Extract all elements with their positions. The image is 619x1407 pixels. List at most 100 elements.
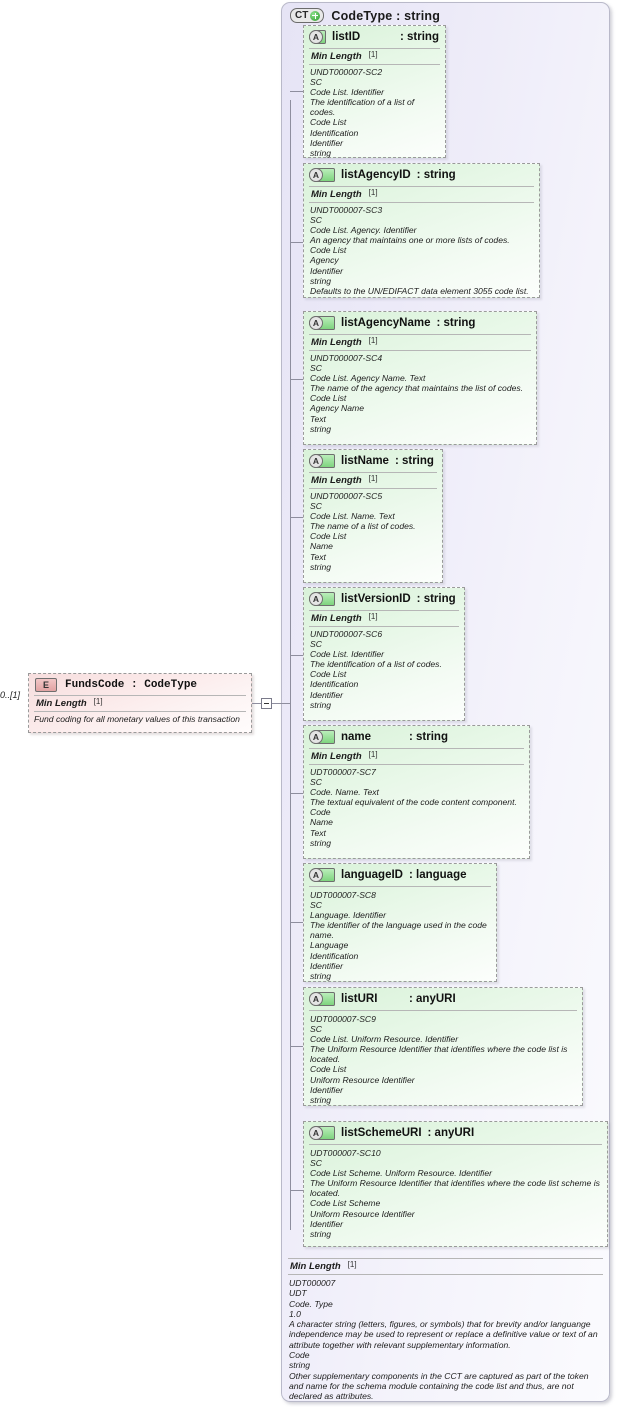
complextype-title: CodeType : string [331,8,441,23]
attribute-name: languageID [341,869,403,881]
attribute-header: A listVersionID : string [304,588,464,610]
doc-line: Code List. Identifier [310,649,385,660]
doc-line: UNDT000007-SC5 [310,491,383,501]
doc-line: Language [310,940,349,951]
attribute-type: : string [394,455,434,467]
attribute-type: : language [408,869,467,881]
attribute-documentation: UNDT000007-SC2 SC Code List. Identifier … [304,65,445,162]
doc-line: 1.0 [289,1308,301,1319]
attribute-badge-letter: A [309,30,323,44]
attribute-documentation: UNDT000007-SC6 SC Code List. Identifier … [304,627,464,714]
facet-value: [1] [368,750,378,759]
element-box-fundscode[interactable]: E FundsCode : CodeType Min Length[1] Fun… [28,673,252,733]
doc-line: SC [310,363,322,374]
attribute-box-name[interactable]: A name : string Min Length[1] UDT000007-… [303,725,530,859]
doc-line: Name [310,541,333,552]
doc-line: The identification of a list of codes. [310,97,415,118]
attribute-box-languageid[interactable]: A languageID : language UDT000007-SC8 SC… [303,863,497,982]
connector-stub [290,655,303,656]
connector-stub [290,242,303,243]
facet-row [309,1010,577,1012]
attribute-name: listAgencyName [341,317,431,329]
facet-name: Min Length [290,1261,341,1272]
attribute-icon: A [309,730,335,744]
attribute-box-listname[interactable]: A listName : string Min Length[1] UNDT00… [303,449,443,583]
facet-row: Min Length[1] [309,610,459,627]
doc-line: The name of the agency that maintains th… [310,383,524,394]
facet-row [309,1144,602,1146]
doc-line: Code. Type [289,1298,333,1309]
attribute-header: A listAgencyName : string [304,312,536,334]
attribute-name: name [341,731,372,743]
attribute-icon: A [309,454,335,468]
facet-row [309,886,491,888]
attribute-box-listid[interactable]: A listID : string Min Length[1] UNDT0000… [303,25,446,158]
facet-name: Min Length [311,337,362,348]
attribute-header: A listName : string [304,450,442,472]
doc-line: string [310,147,332,158]
facet-row: Min Length[1] [309,748,524,765]
element-icon: E [35,678,57,692]
complextype-badge[interactable]: CT [290,8,325,23]
attribute-box-listuri[interactable]: A listURI : anyURI UDT000007-SC9 SC Code… [303,987,583,1106]
attribute-box-listagencyname[interactable]: A listAgencyName : string Min Length[1] … [303,311,537,445]
collapse-toggle[interactable] [261,698,272,709]
doc-line: The Uniform Resource Identifier that ide… [310,1178,600,1199]
doc-line: Code List. Uniform Resource. Identifier [310,1034,459,1045]
doc-line: SC [310,501,322,512]
attribute-type: : string [409,731,448,743]
doc-line: Identification [310,127,359,138]
attribute-documentation: UDT000007-SC9 SC Code List. Uniform Reso… [304,1012,582,1109]
element-header: E FundsCode : CodeType [29,674,251,695]
attribute-badge-letter: A [309,592,323,606]
doc-line: UDT000007-SC10 [310,1148,381,1158]
attribute-box-listversionid[interactable]: A listVersionID : string Min Length[1] U… [303,587,465,721]
doc-line: Code [310,807,331,818]
doc-line: Identifier [310,265,343,276]
attribute-documentation: UNDT000007-SC5 SC Code List. Name. Text … [304,489,442,576]
facet-row: Min Length [1] [309,334,531,351]
doc-line: UDT000007 [289,1278,336,1288]
doc-line: Code List Scheme [310,1198,381,1209]
attribute-name: listVersionID [341,593,411,605]
doc-line: UDT000007-SC8 [310,890,376,900]
connector-spine [290,100,291,1230]
doc-line: string [310,970,332,981]
doc-line: Name [310,817,333,828]
facet-name: Min Length [36,698,87,709]
doc-line: An agency that maintains one or more lis… [310,235,510,246]
doc-line: Defaults to the UN/EDIFACT data element … [310,285,529,296]
facet-value: [1] [368,612,378,621]
attribute-header: A listURI : anyURI [304,988,582,1010]
doc-line: SC [310,1158,322,1169]
connector-stub [290,1046,303,1047]
connector-stub [290,379,303,380]
expand-plus-icon[interactable] [310,10,321,21]
attribute-header: A listID : string [304,26,445,48]
facet-row: Min Length[1] [34,695,246,712]
facet-row: Min Length[1] [309,472,437,489]
doc-line: UNDT000007-SC6 [310,629,383,639]
attribute-icon: A [309,992,335,1006]
doc-line: UNDT000007-SC3 [310,205,383,215]
attribute-name: listID [332,31,361,43]
doc-line: Text [310,413,326,424]
doc-line: UDT [289,1288,307,1299]
doc-line: string [310,561,332,572]
doc-line: Uniform Resource Identifier [310,1074,415,1085]
attribute-icon: A [309,592,335,606]
facet-name: Min Length [311,51,362,62]
attribute-box-listschemeuri[interactable]: A listSchemeURI : anyURI UDT000007-SC10 … [303,1121,608,1247]
doc-line: Code List [310,117,347,128]
facet-name: Min Length [311,475,362,486]
connector-stub [290,1190,303,1191]
connector-stub [290,91,303,92]
doc-line: Code List. Identifier [310,87,385,98]
doc-line: Code List. Name. Text [310,511,395,522]
facet-value: [1] [368,336,378,345]
doc-line: UDT000007-SC9 [310,1014,376,1024]
attribute-box-listagencyid[interactable]: A listAgencyID : string Min Length[1] UN… [303,163,540,298]
doc-line: Code List [310,245,347,256]
facet-value: [1] [368,188,378,197]
doc-line: SC [310,1024,322,1035]
